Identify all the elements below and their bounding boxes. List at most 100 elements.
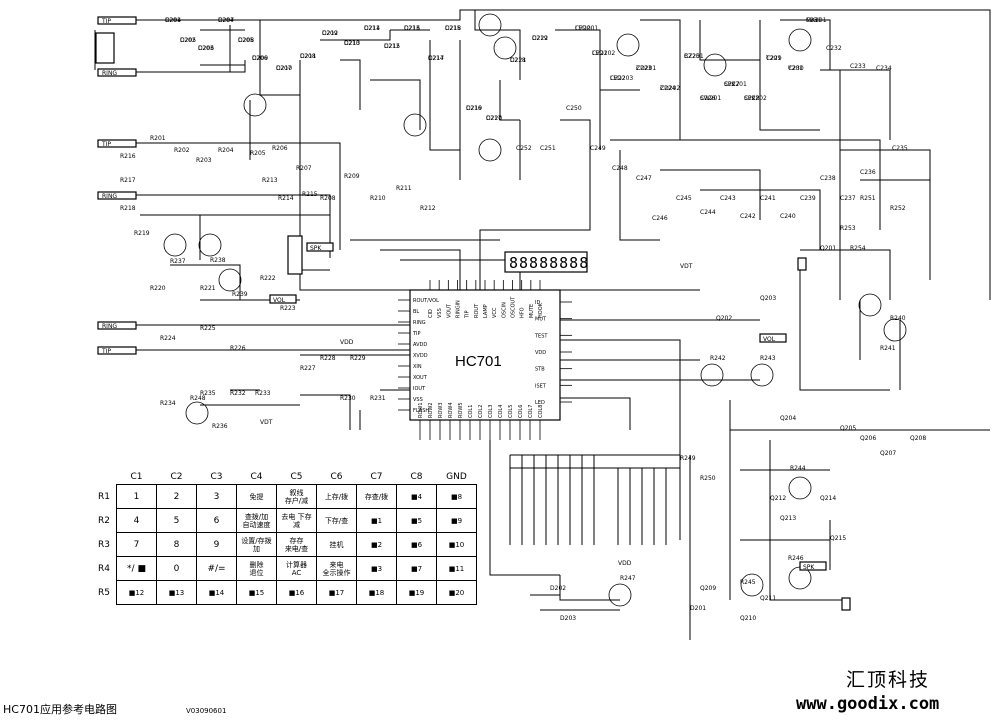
keypad-key: ■19 [396,580,437,605]
component-label: R237 [170,258,186,265]
component-label: C202 [180,37,196,44]
chip-pin-label: COL2 [478,405,484,418]
chip-pin-label: MUT [535,317,547,323]
q214-transistor [700,363,724,387]
chip-pin-label: ROW1 [418,402,424,418]
component-label: Q201 [820,245,836,252]
keypad-col-header: GND [446,472,467,482]
component-label: C227 [724,81,740,88]
q201-transistor [243,93,267,117]
keypad-col-header: C5 [290,472,303,482]
component-label: R254 [850,245,866,252]
company-url[interactable]: www.goodix.com [796,694,940,714]
keypad-key: ■11 [436,556,477,581]
q212-transistor [858,293,882,317]
q219-transistor [608,583,632,607]
keypad-key: ■4 [396,484,437,509]
component-label: C236 [860,169,876,176]
component-label: R229 [350,355,366,362]
component-label: R225 [200,325,216,332]
q208-transistor [788,28,812,52]
component-label: C237 [840,195,856,202]
component-label: R202 [174,147,190,154]
component-label: C245 [676,195,692,202]
component-label: R206 [272,145,288,152]
q204-transistor [478,13,502,37]
chip-pin-label: ROUT/VOL [413,298,439,304]
keypad-key: ■12 [116,580,157,605]
vdt-label-2: VDT [260,419,273,426]
transformer-t201-icon [287,235,303,275]
tip-label-2: TIP [101,141,111,148]
keypad-col-header: C2 [170,472,183,482]
component-label: R247 [620,575,636,582]
chip-pin-label: ROW3 [438,402,444,418]
component-label: D214 [364,25,380,32]
component-label: Q215 [830,535,846,542]
chip-pin-label: HOOK [538,302,544,318]
component-label: C235 [892,145,908,152]
keypad-col-header: C7 [370,472,383,482]
q207-transistor [703,53,727,77]
spk-port-top [306,242,334,252]
vdd-label-2: VDD [618,560,632,567]
chip-pin-label: XIN [413,364,422,370]
component-label: Y201 [787,65,803,72]
component-label: T201 [765,55,781,62]
component-label: C219 [532,35,548,42]
keypad-key: 去电 下存减 [276,508,317,533]
chip-pin-label: XVDD [413,353,428,359]
vol-port-right [759,333,787,343]
component-label: D220 [486,115,502,122]
component-label: C226 [700,95,716,102]
chip-pin-label: ROUT [474,303,480,318]
component-label: R221 [200,285,216,292]
vol-label-right: VOL [763,336,776,343]
component-label: C249 [590,145,606,152]
spk-label-top: SPK [310,245,322,252]
chip-pin-label: ROW5 [458,402,464,418]
vol-label-left: VOL [273,297,286,304]
ring-label-3: RING [102,323,117,330]
component-label: R233 [255,390,271,397]
component-label: C230 [788,65,804,72]
component-label: R252 [890,205,906,212]
keypad-row-header: R1 [98,491,110,502]
chip-pin-label: COL8 [538,405,544,418]
component-label: R213 [262,177,278,184]
keypad-key: 来电全示操作 [316,556,357,581]
spk-label-bottom: SPK [803,564,815,571]
chip-pin-label: COL6 [518,405,524,418]
component-label: D213 [344,40,360,47]
keypad-col-header: C3 [210,472,223,482]
chip-pin-label: FLASH [413,408,429,414]
keypad-key: ■8 [436,484,477,509]
component-label: C212 [384,43,400,50]
component-label: C210 [344,40,360,47]
q217-transistor [740,573,764,597]
component-label: C216 [466,105,482,112]
chip-name: HC701 [455,353,502,370]
keypad-key: ■7 [396,556,437,581]
keypad-key: 存查/拨 [356,484,397,509]
lcd-display: 88888888 [504,251,588,273]
component-label: C205 [238,37,254,44]
component-label: R217 [120,177,136,184]
component-label: C223 [636,65,652,72]
component-label: BZ201 [684,53,704,60]
q205-transistor [493,36,517,60]
component-label: Q204 [780,415,796,422]
component-label: R203 [196,157,212,164]
component-label: R235 [200,390,216,397]
keypad-key: 9 [196,532,237,557]
component-label: R242 [710,355,726,362]
vdd-label-1: VDD [340,339,354,346]
component-label: C213 [404,25,420,32]
component-label: C250 [566,105,582,112]
keypad-key: ■9 [436,508,477,533]
